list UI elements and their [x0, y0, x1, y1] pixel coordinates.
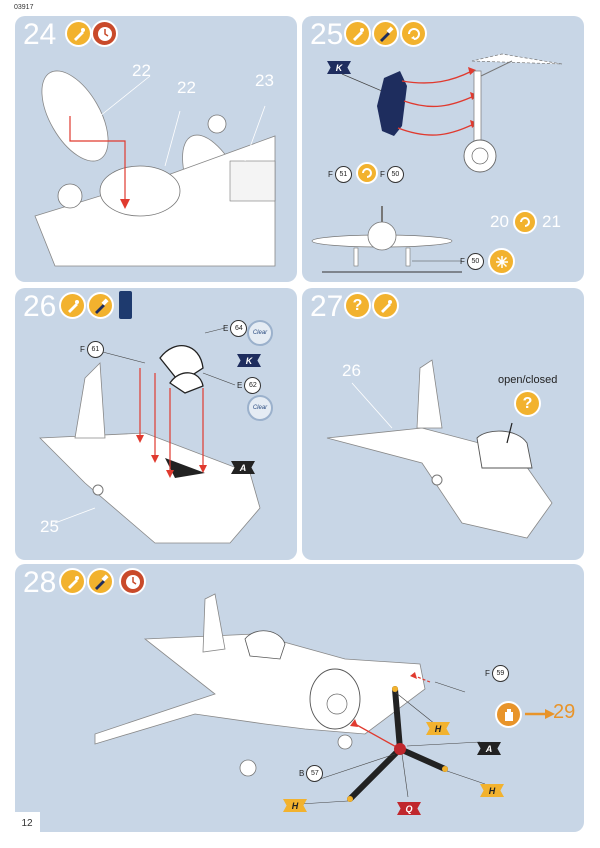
clear-paint-badge: Clear — [247, 395, 273, 421]
part-label: 20 — [490, 212, 509, 231]
sprue-letter: B — [299, 769, 305, 778]
step-25-drawing — [311, 53, 563, 273]
part-label: 22 — [177, 78, 196, 97]
part-callout: F 61 — [80, 341, 104, 358]
part-label: 23 — [255, 71, 274, 90]
part-number: 64 — [230, 320, 248, 337]
glue-icon — [59, 568, 86, 595]
step-25-panel: 25 K F 51 F 50 20 — [302, 16, 584, 282]
part-number: 59 — [491, 665, 509, 682]
repeat-icon — [356, 162, 378, 184]
step-number: 26 — [23, 290, 57, 323]
paint-code-flag: K — [237, 354, 261, 367]
step-28-drawing — [94, 593, 555, 805]
question-icon: ? — [344, 292, 371, 319]
part-number: 57 — [306, 765, 324, 782]
part-number: 50 — [466, 253, 484, 270]
step-24-drawing — [34, 70, 276, 267]
step-number: 27 — [310, 290, 344, 323]
next-step-number: 29 — [553, 701, 576, 723]
part-label: 26 — [342, 361, 361, 380]
part-number: 50 — [386, 166, 404, 183]
step-24-panel: 24 22 22 23 — [15, 16, 297, 282]
step-27-panel: 27 ? 26 open/closed ? — [302, 288, 584, 560]
paint-brush-icon — [372, 20, 399, 47]
step-26-panel: 26 F 61 E 64 Clear K E 62 Clear — [15, 288, 297, 560]
step-number: 25 — [310, 18, 344, 51]
part-callout: B 57 — [299, 765, 324, 782]
paint-brush-icon — [87, 292, 114, 319]
sprue-letter: E — [223, 324, 229, 333]
step-26-drawing — [39, 327, 261, 544]
step-27-drawing — [326, 359, 553, 539]
cement-icon — [488, 248, 515, 275]
paint-code-flag: Q — [397, 802, 421, 815]
step-number: 28 — [23, 566, 57, 599]
sprue-letter: F — [460, 257, 465, 266]
part-callout: F 50 — [460, 253, 484, 270]
part-label: 22 — [132, 61, 151, 80]
sprue-letter: F — [485, 669, 490, 678]
clear-paint-badge: Clear — [247, 320, 273, 346]
part-number: 61 — [86, 341, 104, 358]
sprue-letter: F — [380, 170, 385, 179]
glue-bottle-icon — [119, 291, 132, 319]
paint-code-flag: H — [283, 799, 307, 812]
sprue-letter: E — [237, 381, 243, 390]
step-28-panel: 28 F 59 — [15, 564, 584, 832]
repeat-icon — [513, 210, 537, 234]
part-number: 62 — [244, 377, 262, 394]
paint-code-flag: A — [477, 742, 501, 755]
part-callout: F 51 — [328, 166, 352, 183]
sprue-letter: F — [328, 170, 333, 179]
clock-icon — [91, 20, 118, 47]
cement-bottle-icon — [495, 701, 522, 728]
glue-icon — [344, 20, 371, 47]
paint-brush-icon — [87, 568, 114, 595]
glue-icon — [372, 292, 399, 319]
clock-icon — [119, 568, 146, 595]
paint-code-flag: H — [480, 784, 504, 797]
paint-code-flag: A — [231, 461, 255, 474]
product-code: 03917 — [14, 4, 34, 11]
part-callout: F 50 — [380, 166, 404, 183]
part-number: 51 — [334, 166, 352, 183]
option-text: open/closed — [498, 374, 558, 386]
repeat-icon — [400, 20, 427, 47]
paint-code-flag: K — [327, 61, 351, 74]
part-label: 25 — [40, 517, 59, 536]
part-callout: E 62 — [237, 377, 262, 394]
part-callout: E 64 — [223, 320, 248, 337]
sprue-letter: F — [80, 345, 85, 354]
page-number: 12 — [14, 812, 40, 834]
step-number: 24 — [23, 18, 57, 51]
question-icon: ? — [514, 390, 541, 417]
part-label: 21 — [542, 212, 561, 231]
part-callout: F 59 — [485, 665, 509, 682]
paint-code-flag: H — [426, 722, 450, 735]
glue-icon — [59, 292, 86, 319]
